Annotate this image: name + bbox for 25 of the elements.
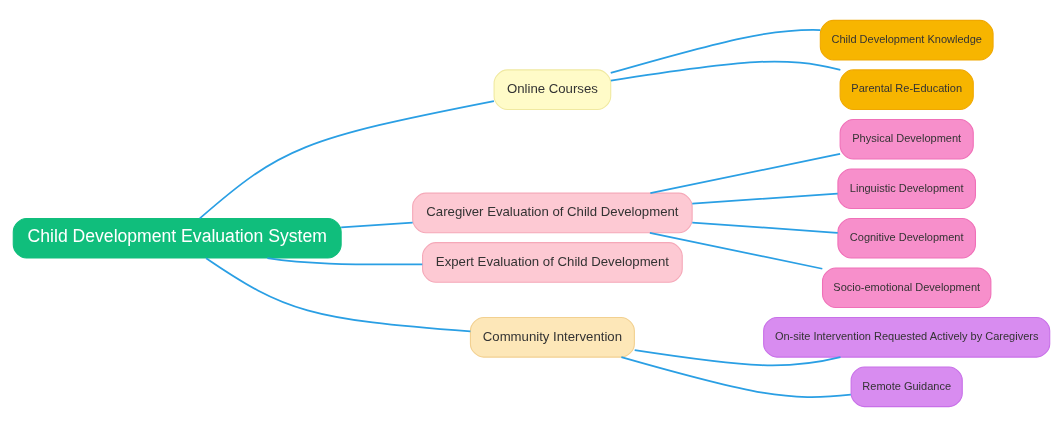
connector	[633, 348, 842, 366]
connector	[610, 60, 842, 81]
node-box: On-site Intervention Requested Actively by Caregivers	[763, 316, 1051, 358]
connector	[198, 99, 495, 219]
node-box: Socio-emotional Development	[821, 266, 992, 308]
connector	[205, 256, 472, 332]
connector	[649, 231, 824, 270]
connector	[266, 256, 424, 265]
connector	[649, 152, 841, 194]
node-box: Physical Development	[839, 118, 974, 160]
node-box: Online Courses	[493, 68, 612, 110]
connector	[609, 28, 822, 74]
node-box: Remote Guidance	[850, 365, 963, 407]
node-box: Child Development Knowledge	[819, 19, 994, 61]
node-box: Linguistic Development	[837, 167, 976, 209]
node-box: Expert Evaluation of Child Development	[422, 241, 683, 283]
node-box: Parental Re-Education	[839, 68, 974, 110]
node-box: Child Development Evaluation System	[12, 217, 342, 259]
node-box: Cognitive Development	[837, 217, 976, 259]
node-box: Caregiver Evaluation of Child Development	[412, 192, 693, 233]
connector	[620, 355, 852, 398]
connector	[691, 221, 839, 234]
connector	[340, 221, 414, 228]
connector	[691, 192, 839, 204]
node-box: Community Intervention	[469, 316, 635, 358]
